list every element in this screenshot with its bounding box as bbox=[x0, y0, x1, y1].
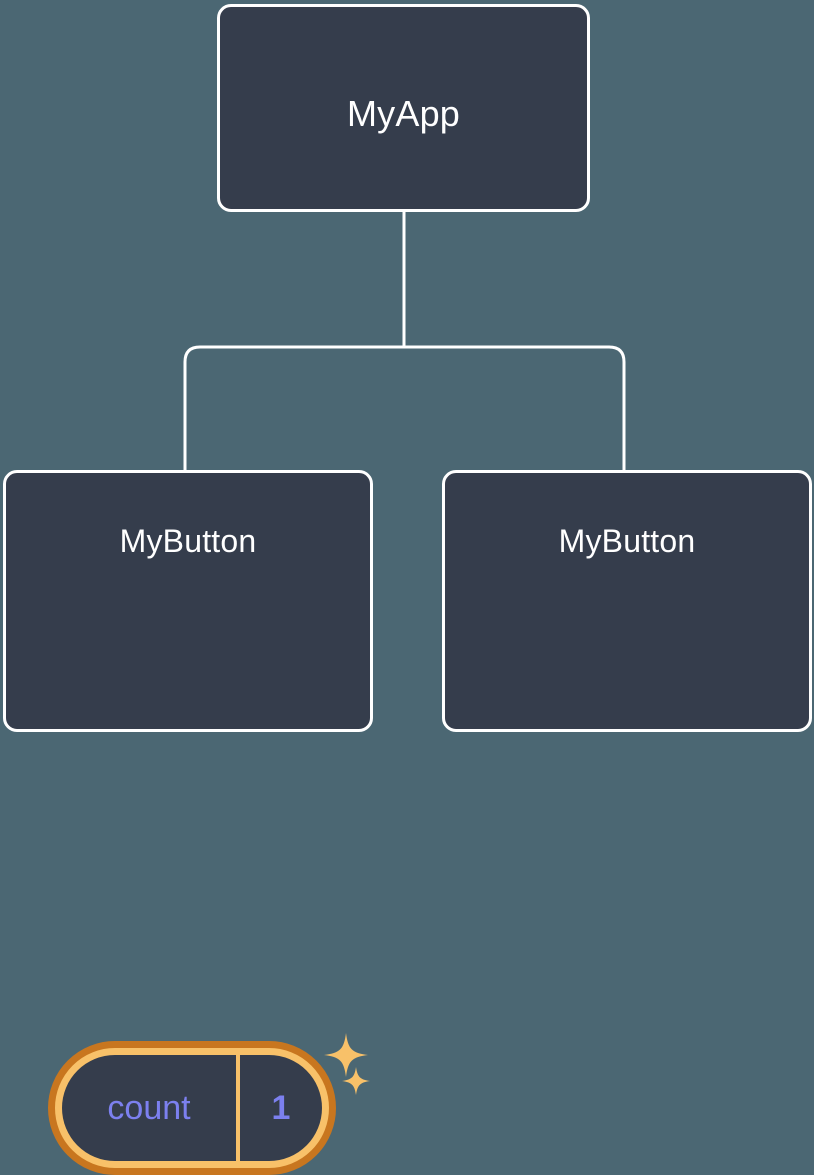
component-node-mybutton-left[interactable]: MyButton count 1 bbox=[3, 470, 373, 1175]
component-node-title: MyButton bbox=[119, 523, 257, 559]
state-pill-inner: count 1 bbox=[62, 1055, 322, 1161]
state-key-label: count bbox=[62, 1055, 240, 1161]
sparkle-large-icon bbox=[324, 1033, 368, 1077]
diagram-canvas: MyApp MyButton count 1 MyButton count 0 bbox=[3, 4, 812, 1175]
component-node-title: MyApp bbox=[346, 93, 461, 134]
component-node-mybutton-right[interactable]: MyButton count 0 bbox=[442, 470, 812, 732]
component-node-title: MyButton bbox=[558, 523, 696, 559]
state-value-label: 1 bbox=[271, 1088, 291, 1127]
component-node-myapp[interactable]: MyApp bbox=[217, 4, 590, 212]
sparkle-small-icon bbox=[342, 1067, 370, 1095]
state-pill-count-highlighted[interactable]: count 1 bbox=[48, 1041, 336, 1175]
